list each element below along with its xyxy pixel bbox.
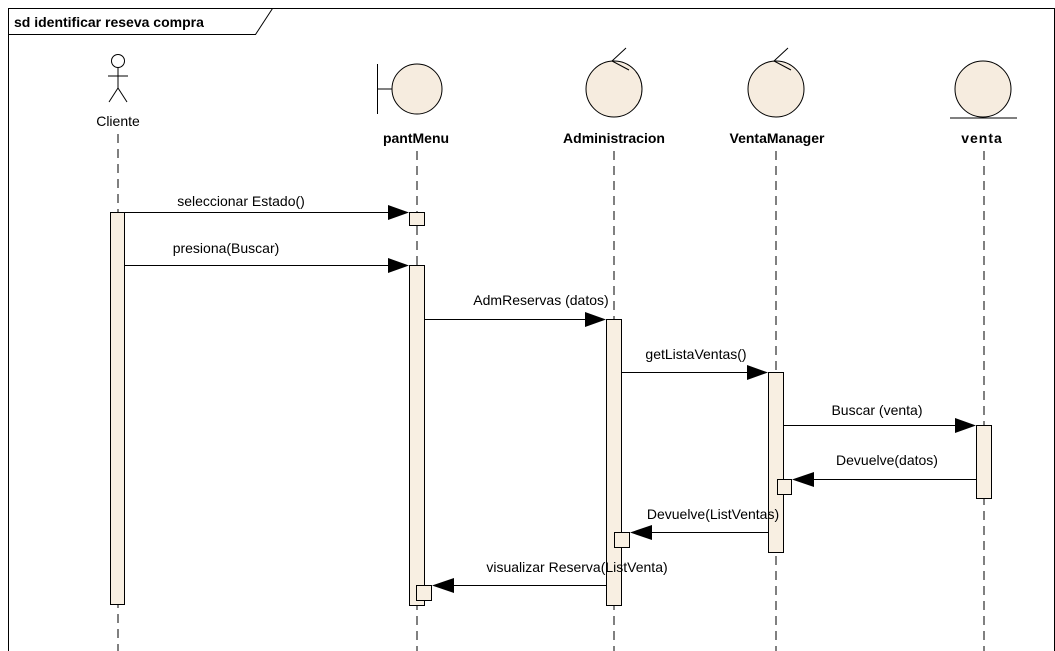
arrowhead: [630, 525, 652, 540]
message-label: getListaVentas(): [645, 346, 746, 362]
arrowhead: [388, 205, 409, 220]
message-label: Devuelve(datos): [836, 452, 938, 468]
return-activation-box: [777, 479, 792, 495]
arrowhead: [792, 472, 814, 487]
boundary-icon: [377, 63, 443, 115]
message-label: Buscar (venta): [831, 402, 922, 418]
diagram-frame: [8, 8, 1055, 651]
frame-title: sd identificar reseva compra: [14, 14, 204, 30]
message-label: visualizar Reserva(ListVenta): [486, 559, 667, 575]
activation-bar: [409, 212, 425, 226]
control-icon: [585, 47, 643, 118]
control-icon: [747, 47, 805, 118]
actor-icon: [108, 54, 128, 103]
lifeline-name-cliente: Cliente: [96, 113, 140, 129]
return-activation-box: [416, 585, 432, 601]
activation-bar: [409, 265, 425, 606]
arrowhead: [747, 365, 768, 380]
arrowhead: [955, 418, 976, 433]
lifeline-name-venta: venta: [961, 130, 1003, 146]
message-label: Devuelve(ListVentas): [647, 506, 779, 522]
lifeline-name-pantmenu: pantMenu: [383, 130, 449, 146]
entity-icon: [950, 60, 1017, 119]
lifeline-name-administracion: Administracion: [563, 130, 665, 146]
arrowhead: [585, 312, 606, 327]
message-label: AdmReservas (datos): [473, 292, 608, 308]
arrowhead: [388, 258, 409, 273]
activation-bar: [768, 372, 784, 553]
message-label: seleccionar Estado(): [177, 193, 305, 209]
return-activation-box: [614, 532, 630, 548]
arrowhead: [432, 578, 454, 593]
frame-title-tab: [8, 8, 273, 35]
activation-bar: [110, 212, 125, 605]
message-label: presiona(Buscar): [173, 240, 280, 256]
lifeline-name-ventamanager: VentaManager: [730, 130, 825, 146]
activation-bar: [976, 425, 992, 499]
